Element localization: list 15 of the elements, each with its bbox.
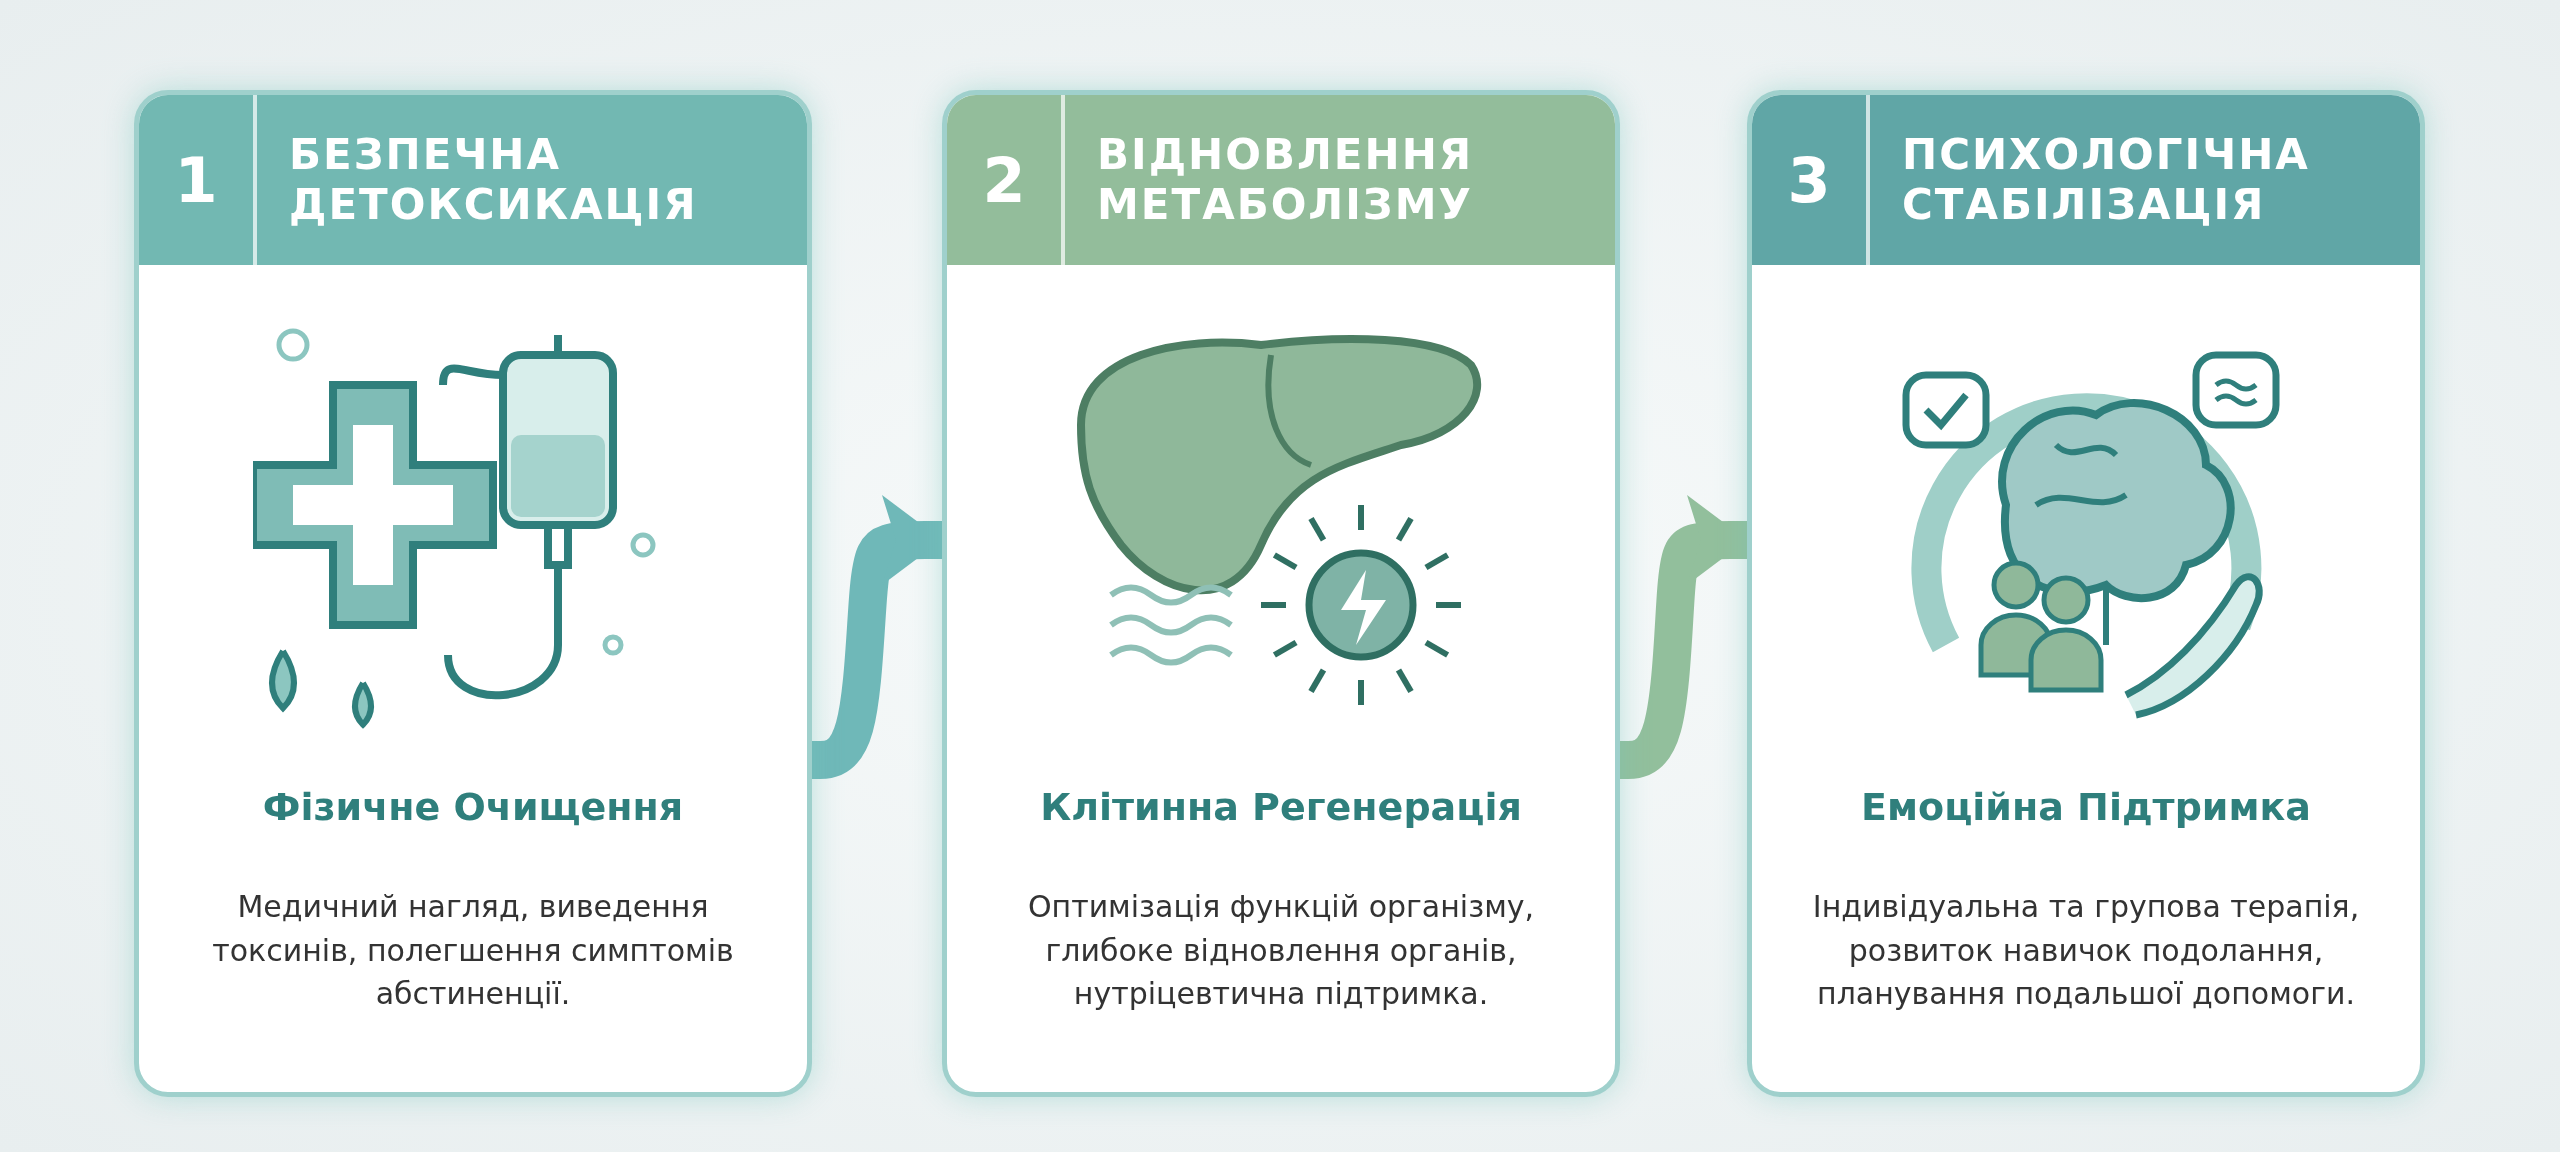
step-heading: БЕЗПЕЧНА ДЕТОКСИКАЦІЯ [289, 129, 699, 231]
step-number: 2 [947, 95, 1065, 265]
step-subtitle: Емоційна Підтримка [1860, 785, 2312, 829]
step-card [942, 90, 1620, 1097]
step-heading: ПСИХОЛОГІЧНА СТАБІЛІЗАЦІЯ [1902, 129, 2311, 231]
step-subtitle: Клітинна Регенерація [1039, 785, 1523, 829]
step-description: Індивідуальна та групова терапія, розвиток навичок подолання, планування подальшої допомоги. [1811, 888, 2361, 1013]
step-number: 3 [1752, 95, 1870, 265]
step-subtitle: Фізичне Очищення [261, 785, 685, 829]
step-card [1747, 90, 2425, 1097]
step-description: Оптимізація функцій організму, глибоке відновлення органів, нутріцевтична підтримка. [1026, 888, 1536, 1013]
step-heading: ВІДНОВЛЕННЯ МЕТАБОЛІЗМУ [1097, 129, 1475, 231]
step-number: 1 [139, 95, 257, 265]
step-card [134, 90, 812, 1097]
step-description: Медичний нагляд, виведення токсинів, полегшення симптомів абстиненції. [211, 888, 735, 1013]
